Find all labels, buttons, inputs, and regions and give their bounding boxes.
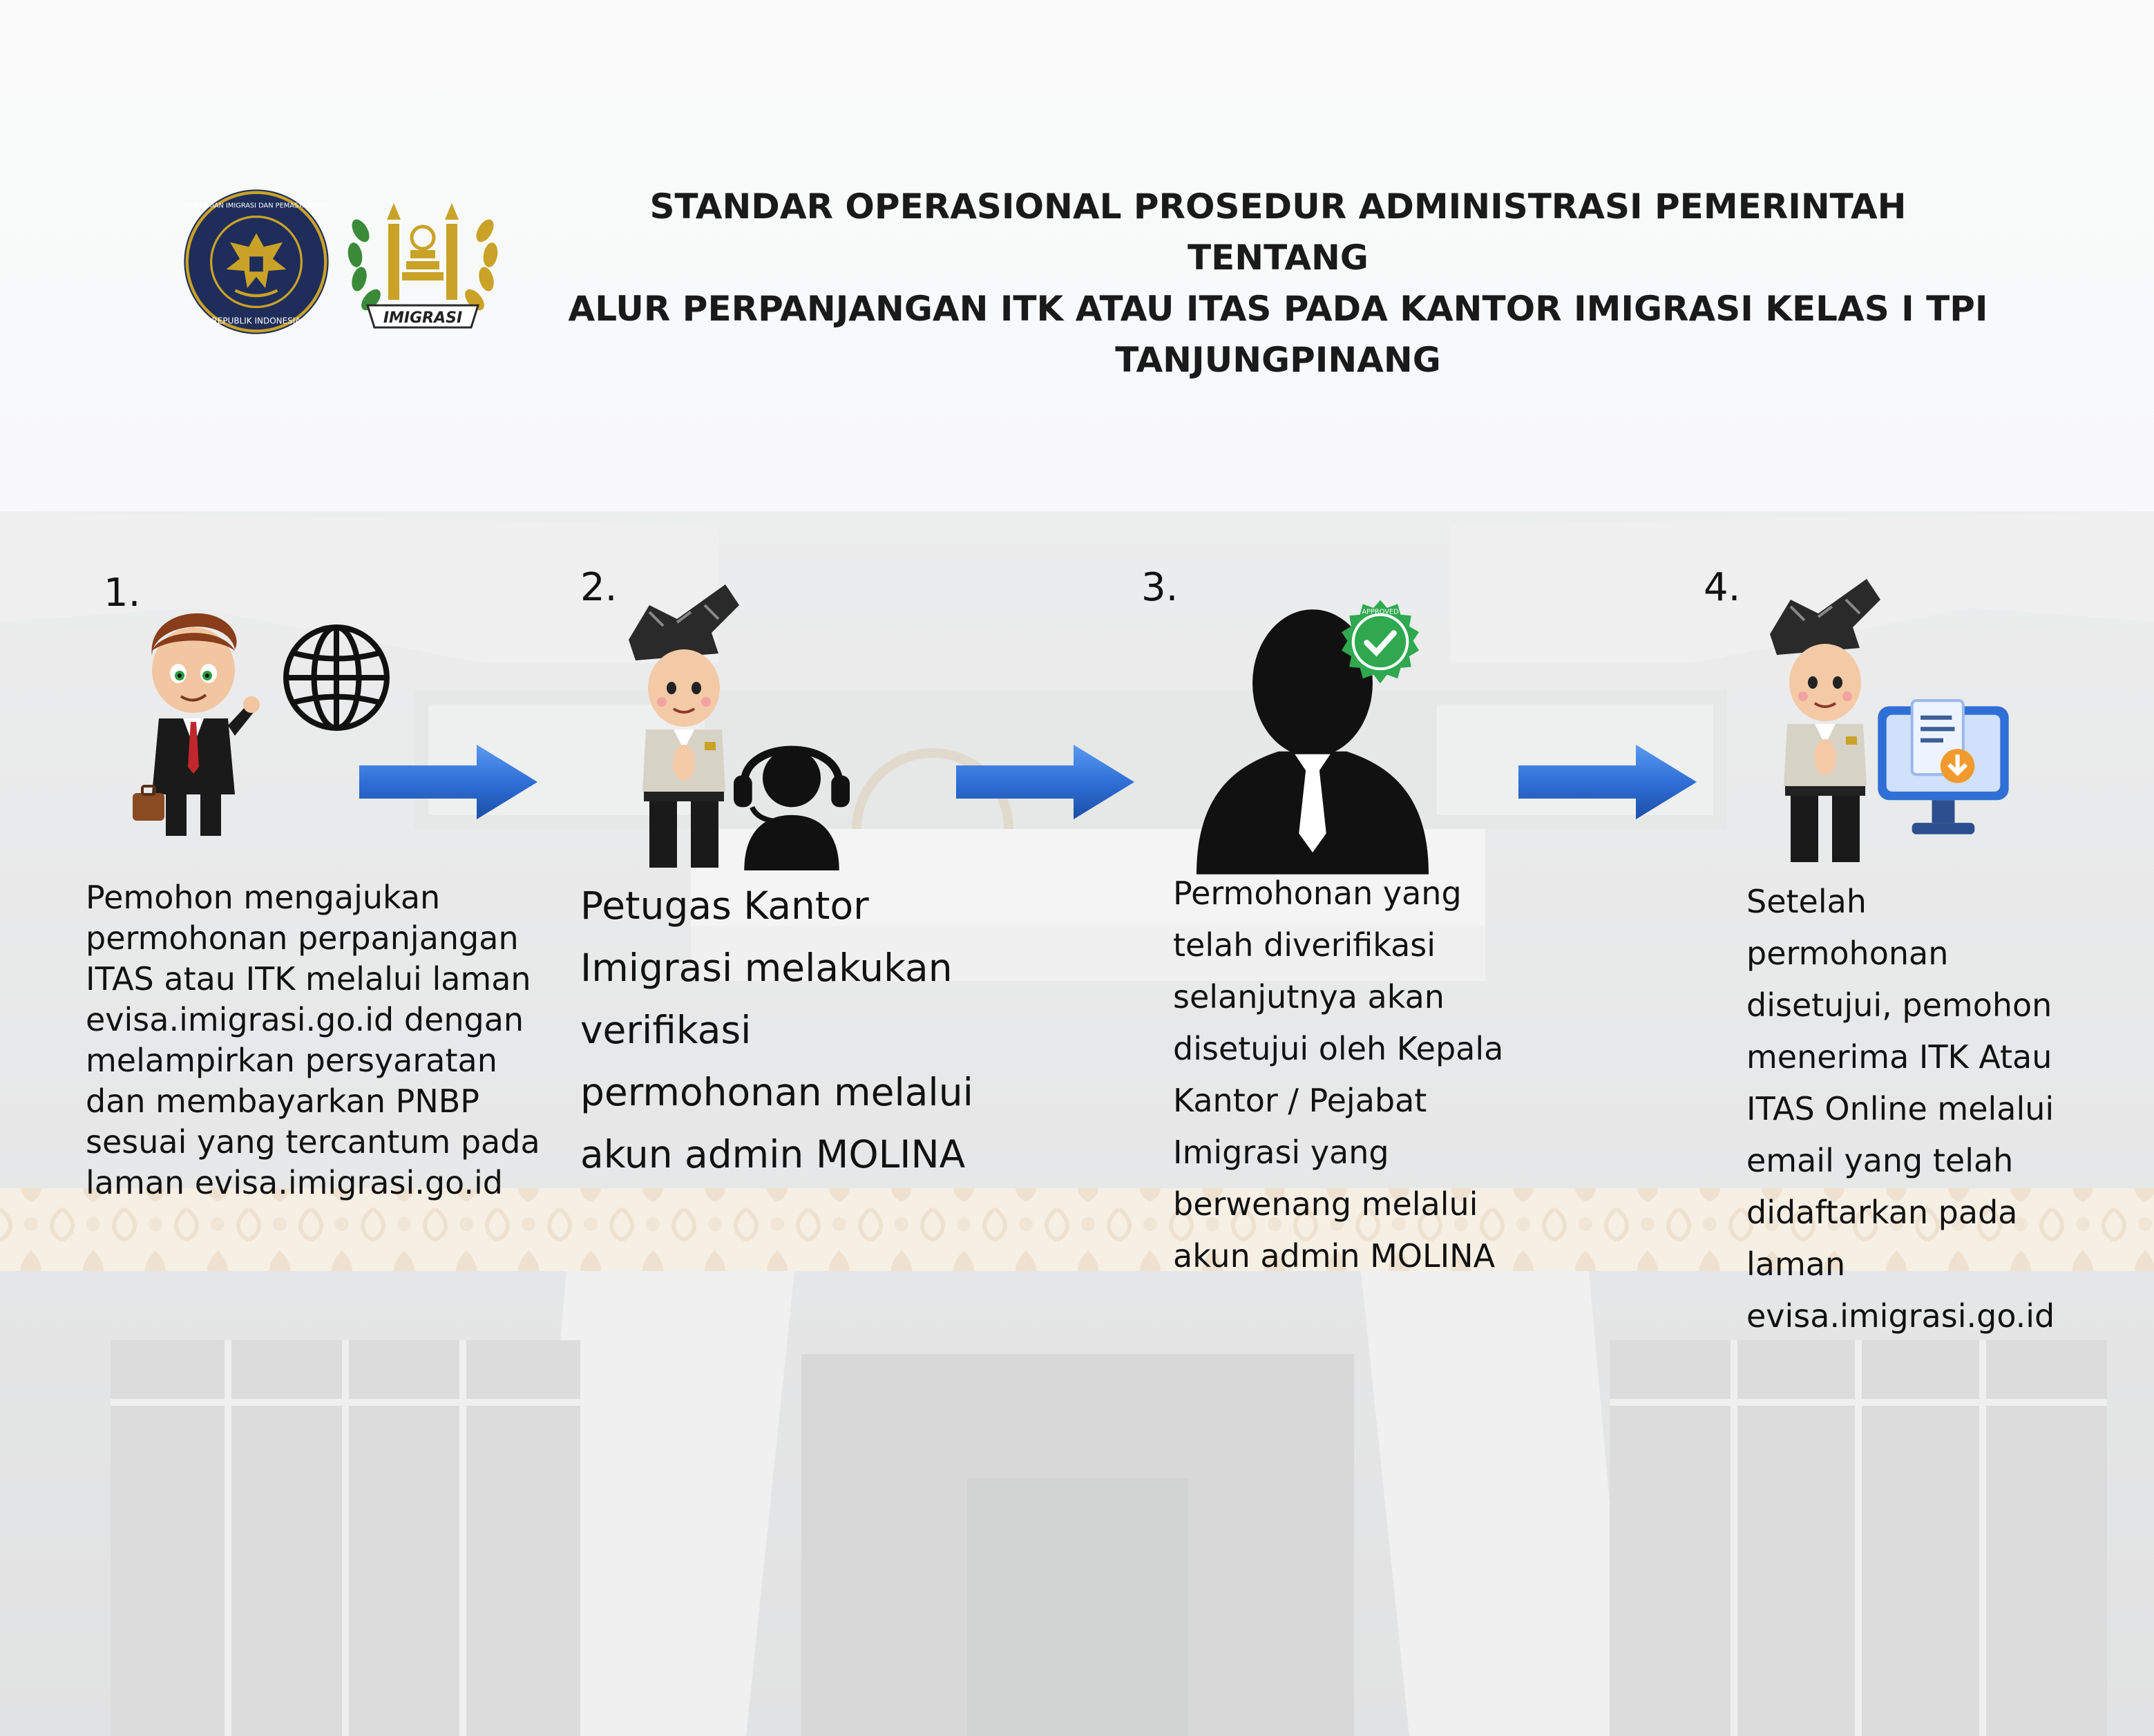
step-4-line: didaftarkan pada <box>1746 1187 2055 1239</box>
approved-badge-icon: APPROVED <box>1332 598 1429 695</box>
page-title: STANDAR OPERASIONAL PROSEDUR ADMINISTRAS… <box>525 181 2031 385</box>
imigrasi-emblem-logo: IMIGRASI <box>340 189 506 336</box>
step-4-line: permohonan <box>1746 928 2055 980</box>
step-4-number: 4. <box>1704 565 1740 610</box>
monitor-download-icon <box>1872 698 2014 843</box>
title-line: TANJUNGPINANG <box>525 334 2031 385</box>
step-4-line: email yang telah <box>1746 1135 2055 1187</box>
step-3-line: Kantor / Pejabat <box>1173 1075 1503 1127</box>
step-1-line: ITAS atau ITK melalui laman <box>86 959 540 1000</box>
step-2-line: akun admin MOLINA <box>580 1123 973 1185</box>
step-1-line: sesuai yang tercantum pada <box>86 1122 540 1163</box>
step-4-line: Setelah <box>1746 876 2055 928</box>
title-line: TENTANG <box>525 232 2031 283</box>
step-3-line: berwenang melalui <box>1173 1179 1503 1230</box>
step-3-description: Permohonan yang telah diverifikasi selan… <box>1173 868 1503 1282</box>
step-1-line: evisa.imigrasi.go.id dengan <box>86 1000 540 1040</box>
step-4-line: laman <box>1746 1239 2055 1290</box>
step-3-line: disetujui oleh Kepala <box>1173 1023 1503 1075</box>
step-1-line: permohonan perpanjangan <box>86 918 540 959</box>
step-3-line: Permohonan yang <box>1173 868 1503 919</box>
step-4-description: Setelah permohonan disetujui, pemohon me… <box>1746 876 2055 1342</box>
flow-arrow-3 <box>1518 745 1697 819</box>
step-1-line: dan membayarkan PNBP <box>86 1081 540 1122</box>
globe-icon <box>280 622 392 734</box>
emblem-banner-text: IMIGRASI <box>383 309 462 327</box>
step-3-number: 3. <box>1141 565 1178 610</box>
headset-agent-icon <box>725 725 858 870</box>
step-3-line: akun admin MOLINA <box>1173 1230 1503 1282</box>
seal-ring-top-text: KEMENTERIAN IMIGRASI DAN PEMASYARAKATAN <box>181 202 332 210</box>
step-4-line: disetujui, pemohon <box>1746 980 2055 1031</box>
step-4-line: evisa.imigrasi.go.id <box>1746 1290 2055 1342</box>
businessman-icon <box>124 608 263 843</box>
step-2-description: Petugas Kantor Imigrasi melakukan verifi… <box>580 875 973 1185</box>
title-line: STANDAR OPERASIONAL PROSEDUR ADMINISTRAS… <box>525 181 2031 232</box>
title-line: ALUR PERPANJANGAN ITK ATAU ITAS PADA KAN… <box>525 283 2031 334</box>
step-2-line: Petugas Kantor <box>580 875 973 937</box>
step-2-line: verifikasi <box>580 999 973 1061</box>
step-2-line: permohonan melalui <box>580 1061 973 1123</box>
step-1-description: Pemohon mengajukan permohonan perpanjang… <box>86 877 540 1203</box>
step-2-line: Imigrasi melakukan <box>580 937 973 999</box>
step-1-line: Pemohon mengajukan <box>86 877 540 918</box>
flow-arrow-2 <box>956 745 1134 819</box>
step-4-line: ITAS Online melalui <box>1746 1083 2055 1135</box>
step-3-line: selanjutnya akan <box>1173 971 1503 1023</box>
step-3-line: telah diverifikasi <box>1173 919 1503 971</box>
seal-ring-bottom-text: REPUBLIK INDONESIA <box>211 316 301 325</box>
step-1-line: laman evisa.imigrasi.go.id <box>86 1163 540 1203</box>
flow-arrow-1 <box>359 745 537 819</box>
badge-text: APPROVED <box>1362 608 1398 616</box>
step-4-line: menerima ITK Atau <box>1746 1031 2055 1083</box>
kementerian-seal-logo: KEMENTERIAN IMIGRASI DAN PEMASYARAKATAN … <box>181 187 332 337</box>
step-3-line: Imigrasi yang <box>1173 1127 1503 1179</box>
step-1-line: melampirkan persyaratan <box>86 1040 540 1081</box>
